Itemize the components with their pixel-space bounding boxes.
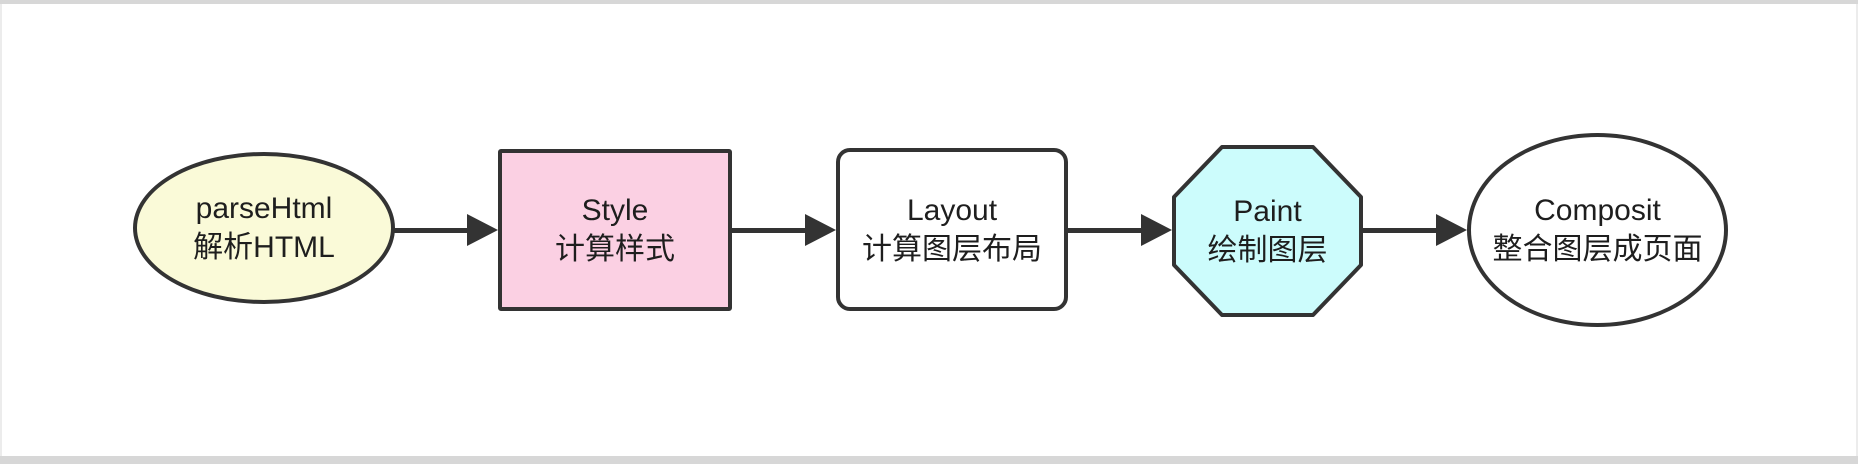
arrowhead-right-icon: [805, 214, 836, 246]
node-composit-label-en: Composit: [1534, 194, 1661, 227]
node-parsehtml-label-zh: 解析HTML: [193, 231, 335, 264]
octagon-shape: [1172, 145, 1363, 317]
node-style-label-en: Style: [581, 194, 649, 227]
connector-style-to-layout: [731, 206, 836, 254]
node-layout-label-en: Layout: [906, 193, 998, 227]
arrow-shaft: [394, 227, 467, 233]
connector-paint-to-composit: [1362, 206, 1467, 254]
node-composit: Composit 整合图层成页面: [1467, 133, 1728, 327]
arrowhead-right-icon: [467, 214, 498, 246]
node-paint: Paint 绘制图层: [1172, 145, 1363, 317]
node-composit-label-zh: 整合图层成页面: [1492, 233, 1703, 266]
node-parsehtml: parseHtml 解析HTML: [133, 152, 395, 304]
arrow-shaft: [1362, 227, 1436, 233]
arrowhead-right-icon: [1436, 214, 1467, 246]
node-style: Style 计算样式: [498, 149, 732, 311]
node-paint-label-en: Paint: [1233, 195, 1302, 228]
octagon-outline: [1172, 145, 1363, 317]
arrow-shaft: [731, 227, 805, 233]
node-layout-label-zh: 计算图层布局: [862, 232, 1042, 266]
window-edge-top: [0, 0, 1858, 4]
node-layout: Layout 计算图层布局: [836, 148, 1068, 311]
arrowhead-right-icon: [1141, 214, 1172, 246]
window-edge-left: [0, 4, 2, 456]
connector-parsehtml-to-style: [394, 206, 498, 254]
connector-layout-to-paint: [1067, 206, 1172, 254]
window-edge-bottom: [0, 456, 1858, 464]
node-paint-label-zh: 绘制图层: [1207, 234, 1328, 267]
node-parsehtml-label-en: parseHtml: [195, 192, 333, 225]
window-edge-right: [1856, 4, 1858, 456]
arrow-shaft: [1067, 227, 1141, 233]
node-style-label-zh: 计算样式: [555, 233, 675, 266]
